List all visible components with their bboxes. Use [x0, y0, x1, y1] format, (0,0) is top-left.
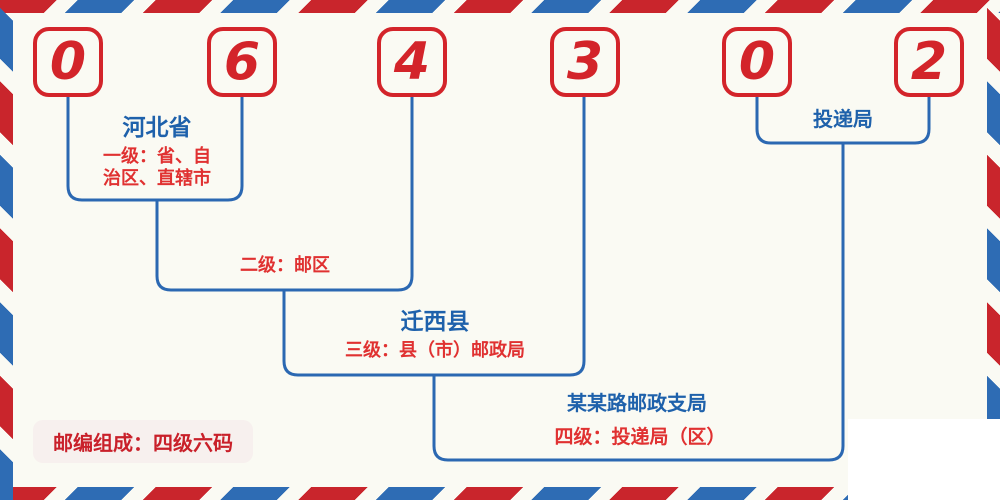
airmail-border-top: [0, 0, 1000, 13]
airmail-border-right: [987, 0, 1000, 500]
digit-box-6: 2: [894, 27, 964, 97]
digit-box-2: 6: [207, 27, 277, 97]
composition-badge: 邮编组成：四级六码: [33, 420, 253, 463]
digit-box-3: 4: [377, 27, 447, 97]
delivery-bureau-label: 投递局: [813, 107, 873, 131]
level4-bracket: [432, 141, 845, 462]
level1-bracket: [66, 95, 244, 202]
digit-box-5: 0: [722, 27, 792, 97]
digit-box-4: 3: [550, 27, 620, 97]
level4-description: 四级：投递局（区）: [554, 426, 726, 448]
airmail-border-left: [0, 0, 13, 500]
digit-5: 0: [738, 32, 776, 92]
composition-badge-text: 邮编组成：四级六码: [53, 431, 233, 455]
airmail-border-bottom: [0, 487, 1000, 500]
digit-6: 2: [910, 32, 948, 92]
digit-1: 0: [49, 32, 87, 92]
level1-description: 一级：省、自 治区、直辖市: [103, 146, 211, 190]
corner-patch: [848, 419, 1000, 500]
level4-branch-label: 某某路邮政支局: [567, 391, 707, 415]
digit-4: 3: [566, 32, 604, 92]
level2-description: 二级：邮区: [240, 255, 330, 276]
level3-description: 三级：县（市）邮政局: [345, 340, 525, 361]
digit-3: 4: [393, 32, 431, 92]
digit-box-1: 0: [33, 27, 103, 97]
level3-region-label: 迁西县: [400, 308, 470, 335]
digit-2: 6: [223, 32, 261, 92]
level1-region-label: 河北省: [122, 114, 192, 141]
